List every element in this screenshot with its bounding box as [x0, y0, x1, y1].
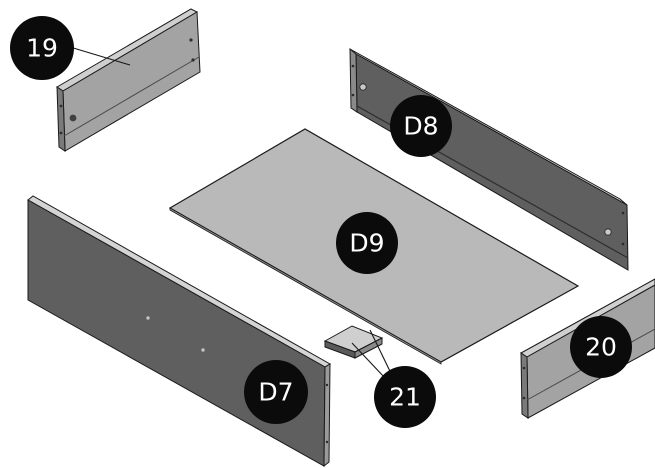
callout-19-label: 19 — [26, 34, 58, 63]
callout-D8-label: D8 — [403, 112, 438, 141]
callout-20-label: 20 — [585, 333, 617, 362]
callout-D8: D8 — [390, 95, 452, 157]
callout-19: 19 — [10, 16, 74, 80]
callout-20: 20 — [570, 316, 632, 378]
callout-21: 21 — [374, 366, 436, 428]
part-19-panel — [56, 8, 201, 152]
callout-21-label: 21 — [389, 383, 421, 412]
callout-D9-label: D9 — [349, 229, 384, 258]
part-21-strip — [323, 325, 384, 359]
callout-D7-label: D7 — [258, 378, 293, 407]
callout-D9: D9 — [336, 212, 398, 274]
callout-D7: D7 — [244, 360, 308, 424]
